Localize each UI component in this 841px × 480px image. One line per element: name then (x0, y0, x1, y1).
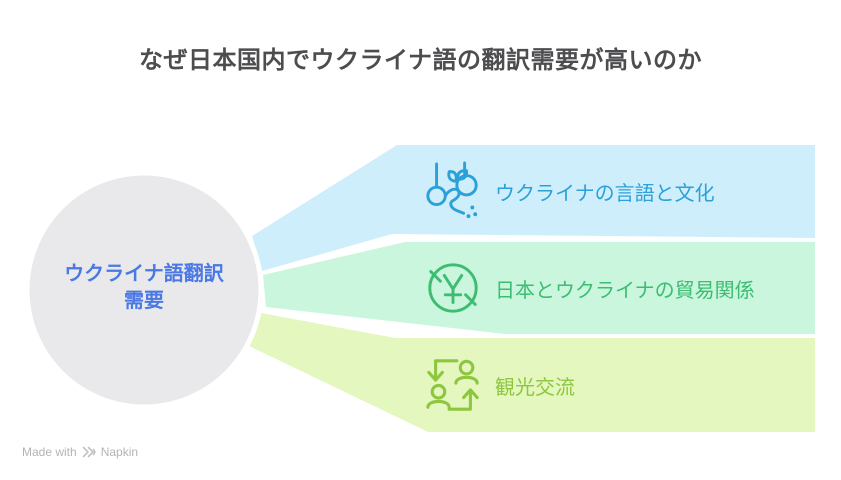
branch-fan-tourism (247, 312, 815, 432)
branch-row-trade: 日本とウクライナの貿易関係 (424, 242, 824, 334)
people-exchange-icon (426, 359, 479, 411)
center-label-line2: 需要 (124, 290, 164, 312)
napkin-brand-text: Napkin (100, 445, 139, 459)
folk-art-icon (426, 161, 478, 218)
made-with-napkin-credit: Made with Napkin (22, 445, 138, 459)
yen-coin-icon (428, 263, 478, 313)
page-title: なぜ日本国内でウクライナ語の翻訳需要が高いのか (138, 47, 703, 74)
branch-fan-trade (263, 242, 815, 334)
branch-row-tourism: 観光交流 (424, 338, 824, 432)
center-label-line1: ウクライナ語翻訳 (64, 263, 224, 285)
center-node-circle (24, 170, 264, 410)
napkin-logo-icon (82, 446, 96, 458)
branch-row-language-culture: ウクライナの言語と文化 (424, 145, 824, 238)
branch-label-trade: 日本とウクライナの貿易関係 (495, 279, 755, 302)
center-node-label: ウクライナ語翻訳 需要 (24, 261, 264, 315)
made-with-text: Made with (22, 445, 77, 459)
branch-label-language-culture: ウクライナの言語と文化 (495, 183, 715, 205)
branch-label-tourism: 観光交流 (495, 376, 575, 399)
branch-fan-language-culture (252, 145, 815, 271)
